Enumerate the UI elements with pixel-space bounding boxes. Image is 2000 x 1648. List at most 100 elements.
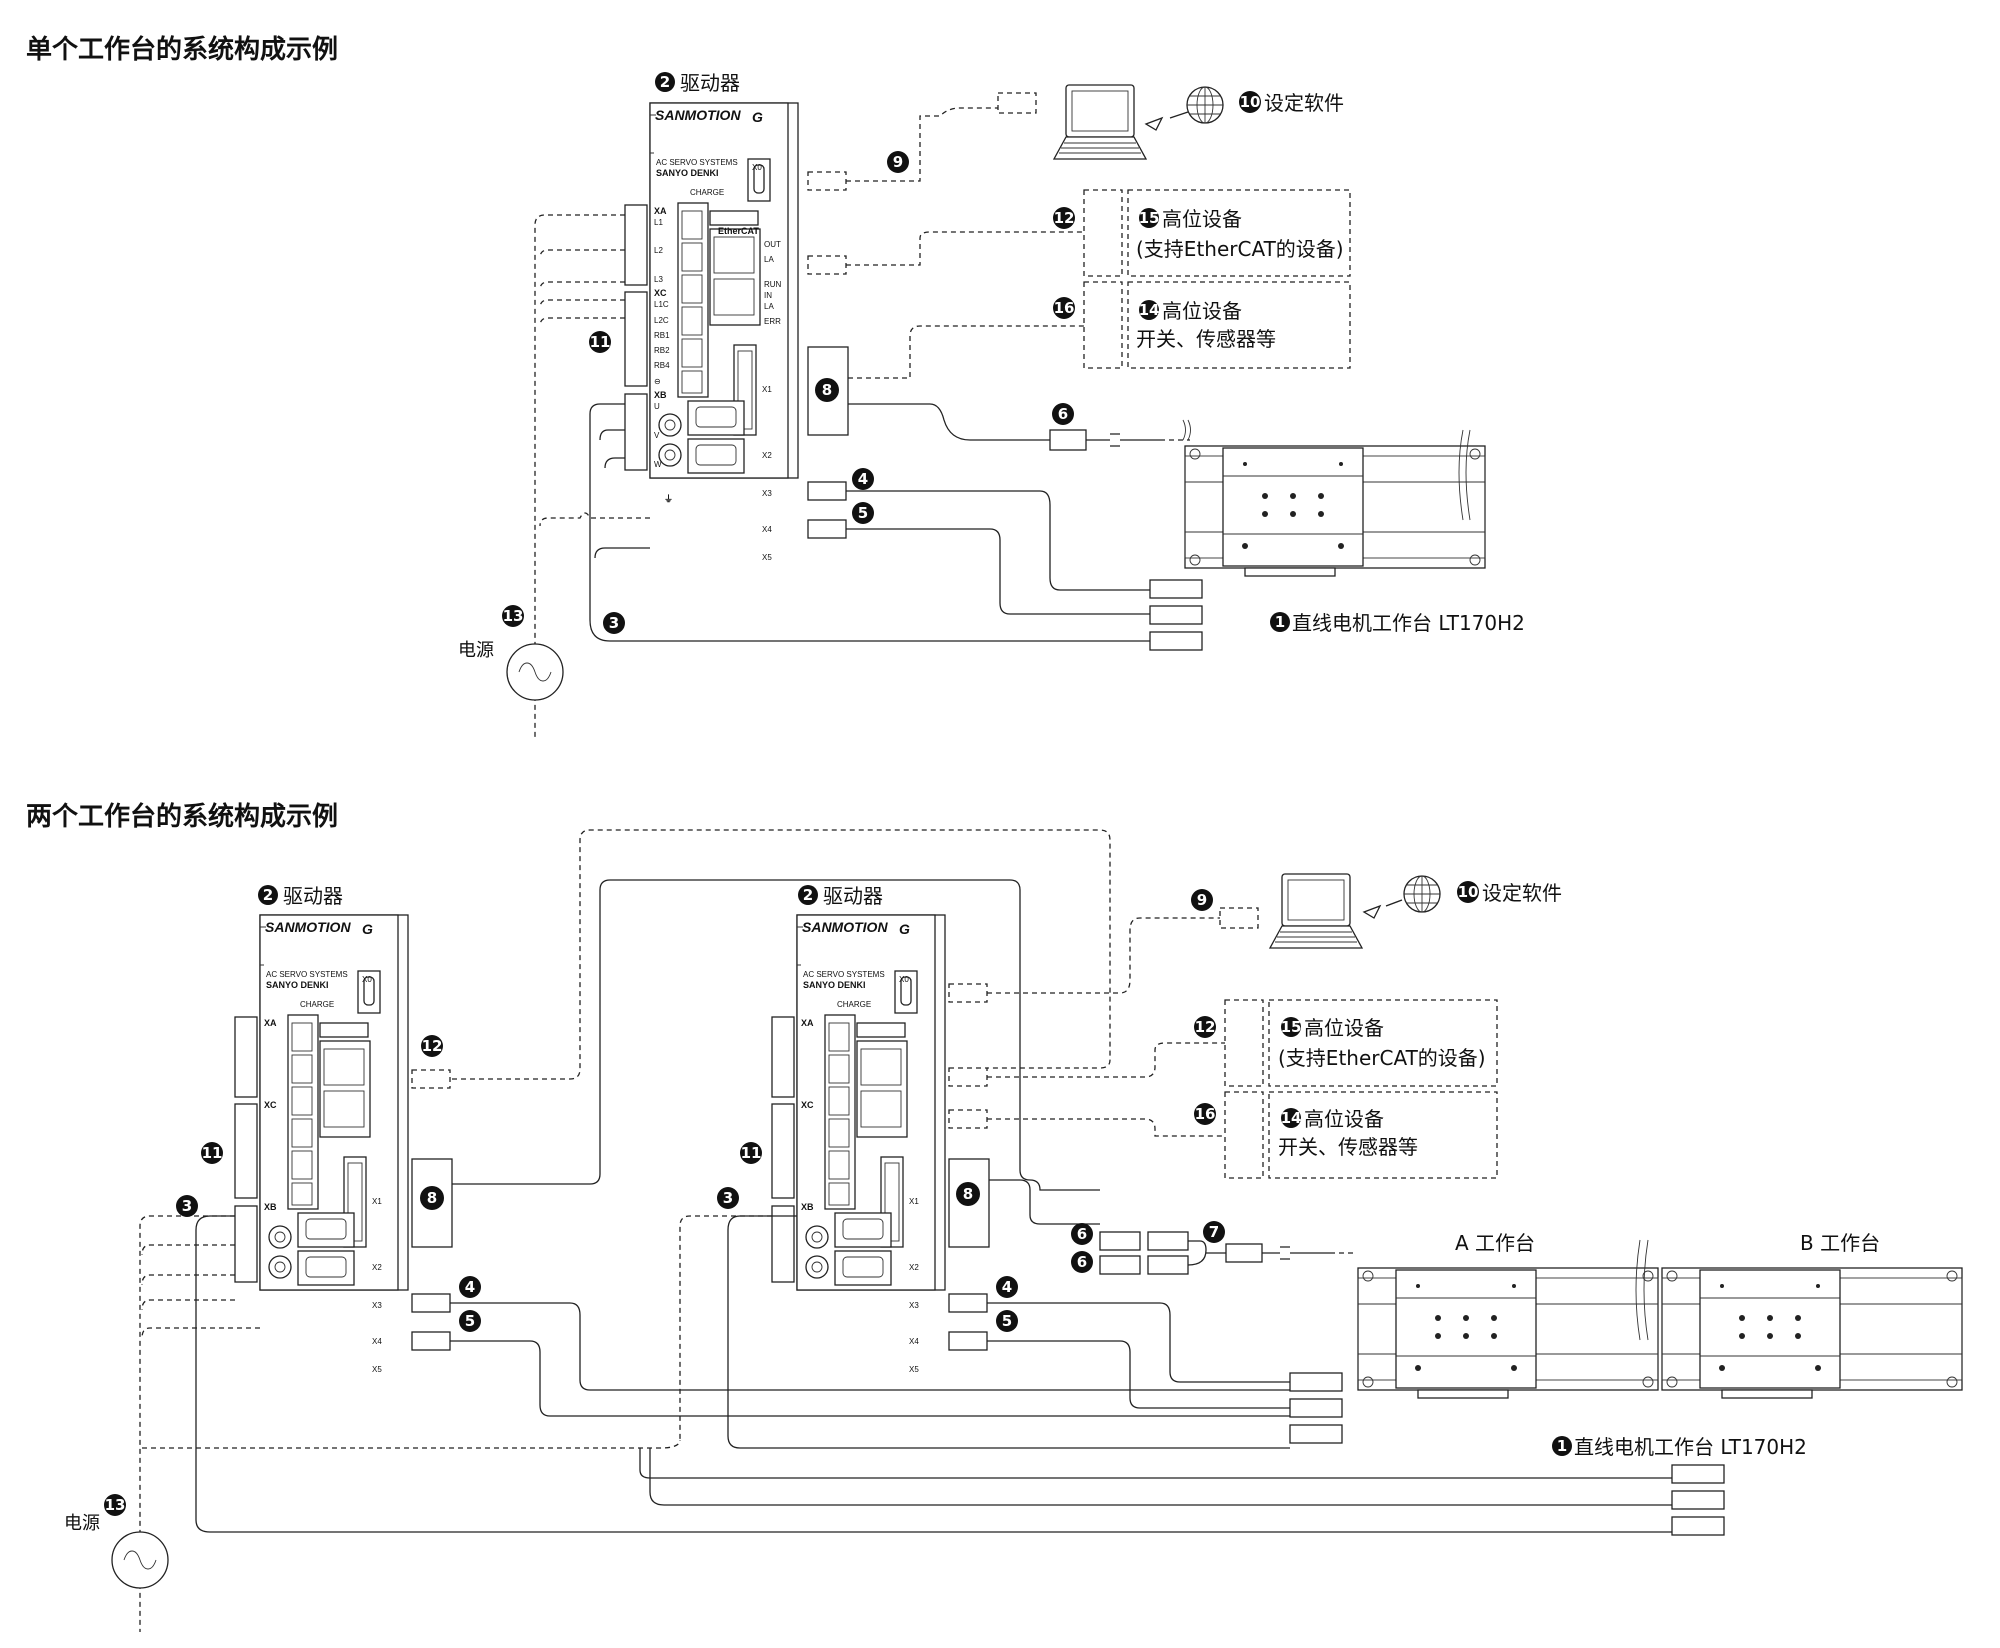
svg-text:G: G: [362, 921, 373, 937]
svg-text:15: 15: [1281, 1018, 1302, 1036]
servo-driver-b: SANMOTION G AC SERVO SYSTEMS SANYO DENKI…: [796, 914, 946, 1374]
svg-text:XB: XB: [264, 1202, 277, 1212]
servo-driver: SANMOTION G AC SERVO SYSTEMS SANYO DENKI…: [649, 102, 799, 562]
power-source-icon: [506, 643, 564, 701]
svg-text:2: 2: [660, 73, 670, 91]
svg-text:12: 12: [1054, 209, 1075, 227]
svg-text:X1: X1: [372, 1197, 382, 1206]
svg-text:13: 13: [503, 607, 524, 625]
svg-text:7: 7: [1209, 1223, 1219, 1241]
svg-text:12: 12: [422, 1037, 443, 1055]
section1-title: 单个工作台的系统构成示例: [26, 34, 338, 65]
power-label-2: 电源: [64, 1513, 100, 1534]
svg-text:AC SERVO SYSTEMS: AC SERVO SYSTEMS: [656, 158, 738, 167]
svg-text:(支持EtherCAT的设备): (支持EtherCAT的设备): [1278, 1046, 1486, 1070]
svg-text:X5: X5: [909, 1365, 919, 1374]
svg-text:W: W: [654, 460, 662, 469]
svg-text:8: 8: [963, 1185, 973, 1203]
svg-text:X2: X2: [372, 1263, 382, 1272]
power-label: 电源: [458, 640, 494, 661]
driver-label: 驱动器: [680, 71, 740, 95]
svg-text:1: 1: [1557, 1437, 1567, 1455]
svg-text:X3: X3: [762, 489, 772, 498]
svg-text:11: 11: [202, 1144, 223, 1162]
svg-text:4: 4: [858, 470, 868, 488]
svg-text:3: 3: [182, 1197, 192, 1215]
svg-text:9: 9: [893, 153, 903, 171]
linear-stage: [1184, 445, 1486, 577]
svg-text:EtherCAT: EtherCAT: [718, 226, 759, 236]
svg-text:高位设备: 高位设备: [1304, 1107, 1384, 1131]
svg-text:X5: X5: [372, 1365, 382, 1374]
svg-text:AC SERVO SYSTEMS: AC SERVO SYSTEMS: [266, 970, 348, 979]
svg-text:X3: X3: [909, 1301, 919, 1310]
svg-text:SANMOTION: SANMOTION: [265, 919, 351, 935]
svg-text:16: 16: [1054, 299, 1075, 317]
svg-text:L1C: L1C: [654, 300, 669, 309]
usb-connector: [997, 92, 1037, 114]
stage-label: 直线电机工作台 LT170H2: [1292, 611, 1525, 635]
svg-text:CHARGE: CHARGE: [300, 1000, 334, 1009]
section2-title: 两个工作台的系统构成示例: [26, 801, 338, 832]
software-label: 设定软件: [1264, 91, 1344, 115]
linear-stage-b: [1661, 1267, 1963, 1399]
badge-2: [655, 72, 675, 92]
svg-text:SANYO DENKI: SANYO DENKI: [656, 168, 719, 178]
svg-text:X1: X1: [909, 1197, 919, 1206]
globe-icon: [1186, 86, 1224, 124]
svg-text:5: 5: [858, 504, 868, 522]
svg-text:高位设备: 高位设备: [1304, 1016, 1384, 1040]
svg-text:L1: L1: [654, 218, 663, 227]
svg-text:2: 2: [263, 886, 273, 904]
svg-text:3: 3: [723, 1189, 733, 1207]
svg-text:CHARGE: CHARGE: [690, 188, 724, 197]
svg-text:OUT: OUT: [764, 240, 781, 249]
svg-text:X4: X4: [909, 1337, 919, 1346]
connector-x4: [807, 519, 847, 539]
svg-text:12: 12: [1195, 1018, 1216, 1036]
svg-text:SANMOTION: SANMOTION: [802, 919, 888, 935]
svg-text:AC SERVO SYSTEMS: AC SERVO SYSTEMS: [803, 970, 885, 979]
svg-text:ERR: ERR: [764, 317, 781, 326]
svg-text:X0: X0: [362, 975, 372, 984]
svg-text:5: 5: [465, 1312, 475, 1330]
svg-text:XA: XA: [801, 1018, 814, 1028]
stage-label-2: 直线电机工作台 LT170H2: [1574, 1435, 1807, 1459]
svg-text:L3: L3: [654, 275, 663, 284]
svg-text:11: 11: [741, 1144, 762, 1162]
svg-text:9: 9: [1197, 891, 1207, 909]
svg-text:XC: XC: [264, 1100, 277, 1110]
svg-text:14: 14: [1139, 301, 1160, 319]
svg-text:15: 15: [1139, 209, 1160, 227]
connector-xa: [624, 204, 648, 286]
svg-text:RB1: RB1: [654, 331, 670, 340]
connector-x0: [807, 171, 847, 191]
svg-text:X2: X2: [909, 1263, 919, 1272]
svg-text:V: V: [654, 431, 660, 440]
stage-a-label: A 工作台: [1455, 1231, 1535, 1255]
svg-text:X4: X4: [762, 525, 772, 534]
svg-text:IN: IN: [764, 291, 772, 300]
svg-text:G: G: [752, 109, 763, 125]
svg-text:14: 14: [1281, 1109, 1302, 1127]
svg-text:SANYO DENKI: SANYO DENKI: [803, 980, 866, 990]
svg-text:6: 6: [1077, 1225, 1087, 1243]
svg-text:X5: X5: [762, 553, 772, 562]
software-label-2: 设定软件: [1482, 881, 1562, 905]
svg-text:开关、传感器等: 开关、传感器等: [1278, 1135, 1418, 1159]
host-device-io: [1127, 281, 1351, 369]
svg-text:L2C: L2C: [654, 316, 669, 325]
svg-text:XC: XC: [801, 1100, 814, 1110]
svg-text:RB4: RB4: [654, 361, 670, 370]
driver-b-label: 驱动器: [823, 884, 883, 908]
svg-text:5: 5: [1002, 1312, 1012, 1330]
svg-text:8: 8: [427, 1189, 437, 1207]
host-port-io: [1083, 281, 1123, 369]
svg-text:RB2: RB2: [654, 346, 670, 355]
svg-text:13: 13: [105, 1496, 126, 1514]
svg-text:L2: L2: [654, 246, 663, 255]
driver-a-label: 驱动器: [283, 884, 343, 908]
connector-ecat: [807, 255, 847, 275]
laptop-icon: [1053, 84, 1147, 160]
